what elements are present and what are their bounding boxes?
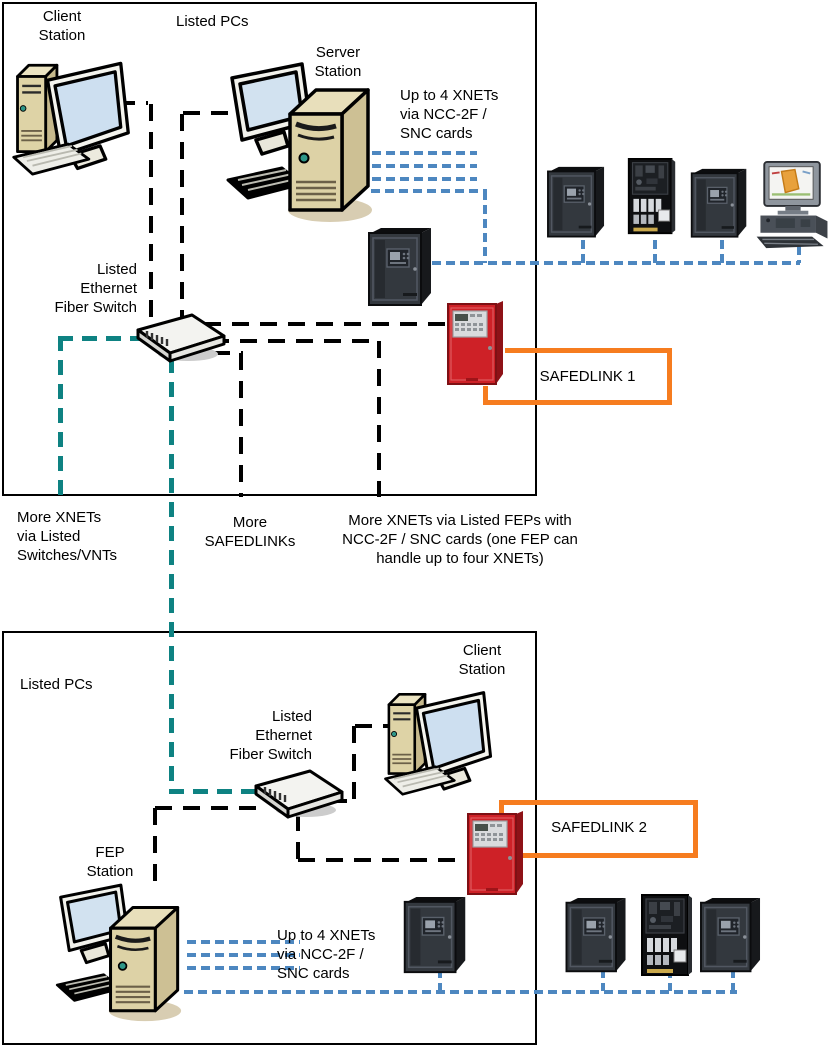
fire-panel-bottom-g-graphic <box>697 897 764 977</box>
ethernet-line-client2-drop <box>352 726 356 802</box>
xnet-stub-panel-g <box>731 969 735 991</box>
fiber-line-west <box>58 336 142 341</box>
ethernet-line-fep-drop <box>153 808 157 886</box>
xnet-line-bottom-1 <box>187 940 300 944</box>
ethernet-line-switch-south-stub <box>213 351 243 355</box>
more-xnets-switches-note: More XNETs via Listed Switches/VNTs <box>17 509 118 565</box>
fep-station-label: FEP Station <box>86 844 134 881</box>
safedlink2-loop-bottom <box>522 853 698 858</box>
xnet-stub-annunciator <box>797 246 801 263</box>
ethernet-line-server-stub <box>183 111 233 115</box>
xnet-bus-top <box>432 261 800 265</box>
xnet-stub-panel-f <box>668 969 672 991</box>
client-station-top-label: Client Station <box>38 8 86 45</box>
more-xnets-feps-note: More XNETs via Listed FEPs with NCC-2F /… <box>342 512 578 568</box>
xnet-line-top-3 <box>372 177 477 181</box>
xnet-stub-panel-d <box>438 969 442 991</box>
xnet-line-bottom-2 <box>187 953 300 957</box>
client-workstation-bottom-graphic <box>382 678 494 802</box>
fiber-line-to-switch2 <box>169 789 261 794</box>
client-station-bottom-label: Client Station <box>458 642 506 679</box>
ethernet-line-switch2-west <box>155 806 259 810</box>
annunciator-pc-graphic <box>752 160 834 250</box>
ethernet-line-more-safedlinks-drop <box>239 353 243 497</box>
safedlink2-loop-stub <box>499 802 504 816</box>
xnet-line-bottom-3 <box>187 966 300 970</box>
ethernet-line-more-feps-drop <box>377 341 381 497</box>
fire-panel-top-c-graphic <box>687 168 751 242</box>
xnet-stub-panel-b <box>653 240 657 263</box>
xnet-stub-panel-e <box>601 969 605 991</box>
xnet-line-top-4 <box>371 189 487 193</box>
ethernet-line-client1-stub <box>118 101 148 105</box>
safedlink2-loop-top <box>499 800 698 805</box>
fire-panel-bottom-e-graphic <box>563 897 629 977</box>
fep-station-graphic <box>44 880 196 1028</box>
xnet-line-top-feeder <box>483 191 487 263</box>
xnet-note-bottom: Up to 4 XNETs via NCC-2F / SNC cards <box>277 927 376 983</box>
client-workstation-top-graphic <box>10 48 132 182</box>
safedlink2-label: SAFEDLINK 2 <box>551 819 647 836</box>
ethernet-line-switch-to-safedlink1 <box>204 322 448 326</box>
xnet-bus-bottom <box>184 990 737 994</box>
fire-panel-top-modules-graphic <box>627 158 677 236</box>
safedlink1-loop-top <box>505 348 672 353</box>
ethernet-line-server-drop <box>180 114 184 320</box>
safedlink1-red-panel-graphic <box>446 300 506 390</box>
xnet-line-top-1 <box>372 151 477 155</box>
more-safedlinks-note: More SAFEDLINKs <box>204 514 296 551</box>
ethernet-switch-bottom-graphic <box>252 768 346 820</box>
xnet-stub-panel-c <box>720 240 724 263</box>
safedlink1-loop-right <box>667 348 672 405</box>
fire-panel-top-standalone-graphic <box>367 226 433 312</box>
ethernet-line-to-safedlink2 <box>298 858 466 862</box>
switch-bottom-label: Listed Ethernet Fiber Switch <box>229 708 312 764</box>
switch-top-label: Listed Ethernet Fiber Switch <box>54 261 137 317</box>
xnet-stub-panel-a <box>581 240 585 263</box>
fire-panel-bottom-inbox-graphic <box>402 896 468 978</box>
ethernet-line-client1-drop <box>149 104 153 318</box>
xnet-note-top: Up to 4 XNETs via NCC-2F / SNC cards <box>400 87 499 143</box>
fire-panel-bottom-modules-graphic <box>641 894 693 978</box>
safedlink1-loop-left <box>483 386 488 404</box>
safedlink2-loop-right <box>693 800 698 858</box>
server-station-graphic <box>226 58 376 230</box>
fiber-line-more-xnets-drop <box>58 336 63 496</box>
ethernet-line-switch-east <box>212 339 380 343</box>
fiber-line-interswitch-drop <box>169 358 174 792</box>
top-network-boundary <box>2 2 537 496</box>
safedlink1-label: SAFEDLINK 1 <box>539 368 636 385</box>
bottom-network-boundary <box>2 631 537 1045</box>
safedlink1-loop-bottom <box>483 400 672 405</box>
listed-pcs-top-label: Listed PCs <box>176 13 249 30</box>
ethernet-line-switch2-south <box>296 814 300 861</box>
ethernet-switch-top-graphic <box>134 312 228 364</box>
listed-pcs-bottom-label: Listed PCs <box>20 676 93 693</box>
server-station-label: Server Station <box>314 44 362 81</box>
fire-panel-top-a-graphic <box>544 166 608 242</box>
ethernet-line-client2-stub <box>355 724 390 728</box>
xnet-line-top-2 <box>372 164 477 168</box>
